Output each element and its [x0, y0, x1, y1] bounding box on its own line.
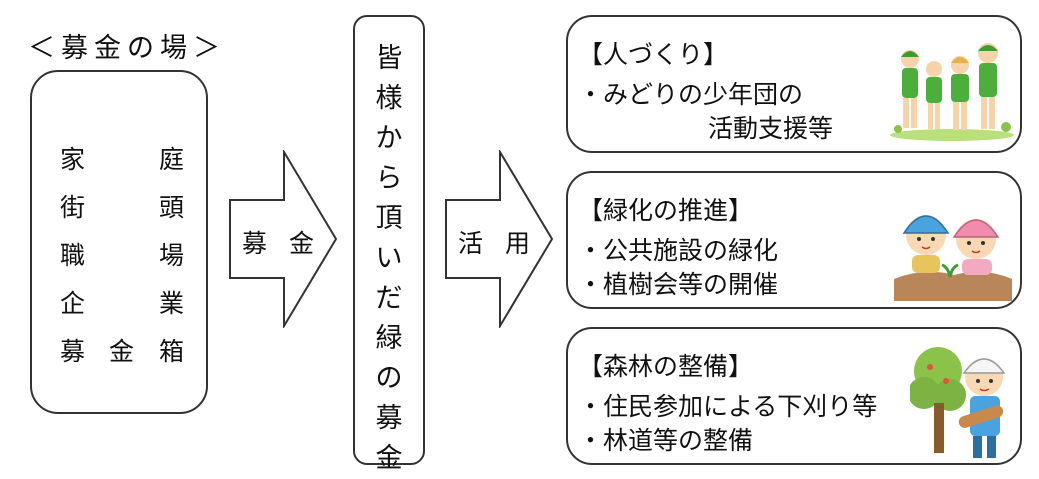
arrow-right-icon [229, 150, 338, 328]
card-title: 【森林の整備】 [578, 352, 754, 381]
venue-char: 金 [109, 337, 135, 366]
card-line: ・植樹会等の開催 [578, 270, 779, 299]
card-line: ・公共施設の緑化 [578, 236, 779, 265]
venue-company: 企 業 [60, 284, 184, 318]
children-group-illustration [890, 43, 1014, 141]
card-human-development: 【人づくり】 ・みどりの少年団の 活動支援等 [566, 15, 1022, 153]
center-char: 皆 [375, 43, 403, 74]
venue-char: 企 [60, 289, 86, 318]
forest-worker-illustration [910, 347, 1006, 458]
fundraising-arrow: 募金 [228, 150, 340, 328]
venue-char: 箱 [158, 337, 184, 366]
fundraising-arrow-label: 募金 [242, 229, 337, 258]
venue-workplace: 職 場 [60, 236, 184, 270]
arrow-right-icon [445, 150, 554, 328]
card-line: ・林道等の整備 [578, 426, 754, 455]
card-forest-maintenance: 【森林の整備】 ・住民参加による下刈り等 ・林道等の整備 [566, 327, 1022, 465]
children-planting-illustration [894, 215, 1012, 301]
card-line: ・住民参加による下刈り等 [578, 392, 878, 421]
center-char: 募 [375, 403, 403, 434]
center-char: の [375, 363, 403, 394]
center-char: ら [375, 163, 403, 194]
venue-char: 場 [158, 241, 184, 270]
venue-street: 街 頭 [60, 188, 184, 222]
venue-char: 家 [60, 145, 86, 174]
venue-char: 頭 [158, 193, 184, 222]
use-arrow-label: 活用 [458, 229, 553, 258]
green-fund-box: 皆 様 か ら 頂 い だ 緑 の 募 金 [353, 15, 425, 474]
card-title: 【人づくり】 [578, 40, 729, 69]
venue-char: 募 [60, 337, 86, 366]
center-char: か [375, 123, 403, 154]
venue-char: 庭 [158, 145, 184, 174]
card-line: 活動支援等 [708, 114, 834, 143]
card-greening-promotion: 【緑化の推進】 ・公共施設の緑化 ・植樹会等の開催 [566, 171, 1022, 309]
use-arrow: 活用 [444, 150, 556, 328]
venue-home: 家 庭 [60, 140, 184, 174]
card-line: ・みどりの少年団の [578, 80, 804, 109]
venues-title: ＜募金の場＞ [28, 33, 226, 64]
venue-char: 街 [60, 193, 86, 222]
center-char: い [375, 243, 403, 274]
venues-box: 家 庭 街 頭 職 場 企 業 募 金 箱 [30, 70, 208, 414]
center-char: 緑 [375, 323, 403, 354]
venue-donation-box: 募 金 箱 [60, 332, 184, 366]
center-char: 金 [375, 443, 403, 474]
center-char: 頂 [375, 203, 403, 234]
green-fund-text: 皆 様 か ら 頂 い だ 緑 の 募 金 [355, 39, 423, 479]
venue-char: 業 [158, 289, 184, 318]
card-title: 【緑化の推進】 [578, 196, 754, 225]
venue-char: 職 [60, 241, 86, 270]
center-char: 様 [375, 83, 403, 114]
center-char: だ [375, 283, 403, 314]
